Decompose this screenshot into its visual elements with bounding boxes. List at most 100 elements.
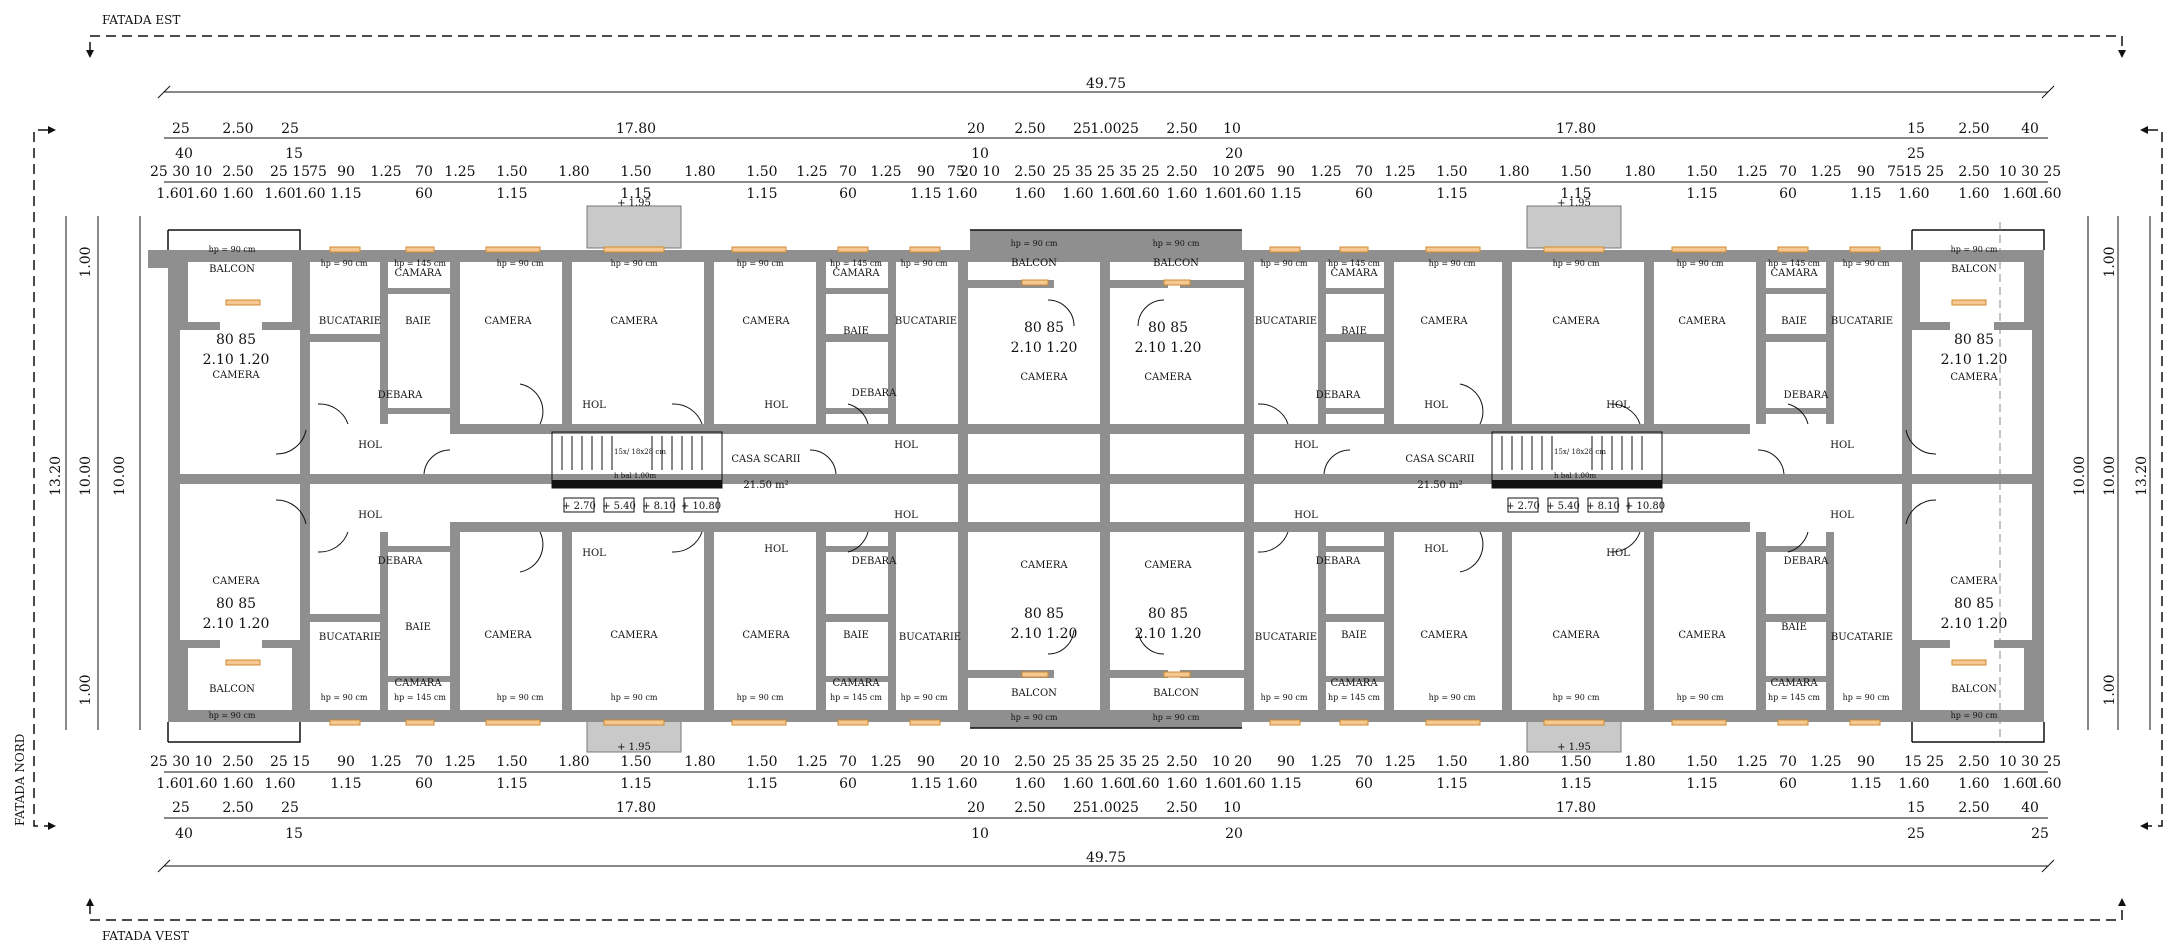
dim-top-10: 10 <box>1223 121 1241 137</box>
dim-top-25-below: 25 <box>1907 146 1925 162</box>
room-hol-11: HOL <box>1294 440 1318 451</box>
win-label-35: hp = 90 cm <box>1843 693 1890 702</box>
room-baie-4: BAIE <box>843 630 869 641</box>
dim-row3-lower-values: 1.60 1.60 1.60 1.60 1.60 1.15 60 1.15 1.… <box>156 186 2061 202</box>
dim-b1-125a: 1.25 <box>370 754 401 770</box>
room-hol-1: HOL <box>582 400 606 411</box>
level-270-left: + 2.70 <box>562 501 596 512</box>
dim-top-250b: 2.50 <box>1014 121 1045 137</box>
dim-right-1000b: 10.00 <box>2102 456 2118 496</box>
dim-top-1780b: 17.80 <box>1556 121 1596 137</box>
dim-r3b-160d: 1.60 <box>264 186 295 202</box>
dim-b1b-60d: 60 <box>1779 776 1797 792</box>
dim-b1b-160l: 1.60 <box>1234 776 1265 792</box>
door-dimension-labels: 80 85 2.10 1.20 80 85 2.10 1.20 80 85 2.… <box>203 320 2008 642</box>
room-debara-5: DEBARA <box>1316 390 1361 401</box>
win-label-36: hp = 90 cm <box>1951 711 1998 720</box>
dim-r3-180b: 1.80 <box>684 164 715 180</box>
dim-b1-150e: 1.50 <box>1560 754 1591 770</box>
win-label-23: hp = 90 cm <box>611 693 658 702</box>
dim-r3b-115d: 1.15 <box>746 186 777 202</box>
level-1080-right: + 10.80 <box>1625 501 1665 512</box>
win-label-3: hp = 145 cm <box>394 259 446 268</box>
door-dim-5: 80 85 <box>216 596 256 612</box>
room-debara-7: DEBARA <box>1316 556 1361 567</box>
room-balcon-2: BALCON <box>1011 258 1057 269</box>
room-baie-2: BAIE <box>843 326 869 337</box>
room-camera-3: CAMERA <box>610 316 658 327</box>
dim-r3b-160p: 1.60 <box>2002 186 2033 202</box>
win-label-24: hp = 90 cm <box>737 693 784 702</box>
dim-r3-125h: 1.25 <box>1810 164 1841 180</box>
dim-b2-250c: 2.50 <box>1166 800 1197 816</box>
room-bucatarie-1: BUCATARIE <box>319 316 381 327</box>
room-debara-8: DEBARA <box>1784 556 1829 567</box>
dim-r3-150f: 1.50 <box>1686 164 1717 180</box>
win-label-15: hp = 90 cm <box>1677 259 1724 268</box>
win-label-18: hp = 90 cm <box>1951 245 1998 254</box>
dim-r3b-60c: 60 <box>1355 186 1373 202</box>
dim-r3b-115e: 1.15 <box>910 186 941 202</box>
dim-r3-125b: 1.25 <box>444 164 475 180</box>
room-camara-4: CAMARA <box>832 678 880 689</box>
dim-r3b-160q: 1.60 <box>2030 186 2061 202</box>
room-debara-4: DEBARA <box>852 556 897 567</box>
dim-r3b-160h: 1.60 <box>1062 186 1093 202</box>
dim-vertical-left <box>65 216 141 730</box>
room-hol-15: HOL <box>1424 544 1448 555</box>
dim-r3-70b: 70 <box>839 164 857 180</box>
stair-left <box>551 431 723 489</box>
dim-b2-25-below: 25 <box>1907 826 1925 842</box>
dim-r3-125g: 1.25 <box>1736 164 1767 180</box>
stair-left-steps: 15x/ 18x28 cm <box>614 448 666 456</box>
dim-b1-90c: 90 <box>1277 754 1295 770</box>
dim-b1-125h: 1.25 <box>1810 754 1841 770</box>
room-camara-7: CAMARA <box>1330 678 1378 689</box>
dim-b2-25-right-below: 25 <box>2031 826 2049 842</box>
building-walls <box>148 230 2044 728</box>
room-camera-7: CAMERA <box>212 576 260 587</box>
dim-b1b-160i: 1.60 <box>1128 776 1159 792</box>
level-entry-top-1: + 1.95 <box>617 198 651 209</box>
dim-b1b-160e: 1.60 <box>946 776 977 792</box>
room-hol-4: HOL <box>894 440 918 451</box>
dim-b1b-115f: 1.15 <box>1270 776 1301 792</box>
room-camera-14: CAMERA <box>1552 316 1600 327</box>
dim-r3b-160l: 1.60 <box>1204 186 1235 202</box>
room-camera-8: CAMERA <box>484 630 532 641</box>
dim-r3-125e: 1.25 <box>1310 164 1341 180</box>
door-dim-7: 80 85 <box>1148 606 1188 622</box>
room-hol-7: HOL <box>582 548 606 559</box>
room-balcon-4: BALCON <box>209 684 255 695</box>
dim-r3b-160o: 1.60 <box>1958 186 1989 202</box>
dim-b1-2515: 25 15 <box>270 754 310 770</box>
dim-b1-250d: 2.50 <box>1958 754 1989 770</box>
dim-b1-250a: 2.50 <box>222 754 253 770</box>
room-labels: BALCON CAMERA BUCATARIE BAIE CAMARA DEBA… <box>209 258 1998 699</box>
dim-b1-70c: 70 <box>1355 754 1373 770</box>
dim-right-1320: 13.20 <box>2134 456 2150 496</box>
dim-b1b-115e: 1.15 <box>910 776 941 792</box>
dim-b1b-115i: 1.15 <box>1686 776 1717 792</box>
win-label-4: hp = 90 cm <box>497 259 544 268</box>
door-dim-4b: 2.10 1.20 <box>1941 352 2008 368</box>
dim-left-100-top: 1.00 <box>78 246 94 277</box>
dim-b1-2010: 20 10 <box>960 754 1000 770</box>
room-camera-1: CAMERA <box>212 370 260 381</box>
dim-b2-25d: 25 <box>1121 800 1139 816</box>
level-540-left: + 5.40 <box>602 501 636 512</box>
facade-north-label: FATADA NORD <box>13 734 27 826</box>
dim-left-1000a: 10.00 <box>78 456 94 496</box>
dim-r3-150c: 1.50 <box>746 164 777 180</box>
dim-b1b-160o: 1.60 <box>2002 776 2033 792</box>
dim-right-100-bottom: 1.00 <box>2102 674 2118 705</box>
room-balcon-7: BALCON <box>1951 264 1997 275</box>
room-camara-1: CAMARA <box>394 268 442 279</box>
door-dim-2: 80 85 <box>1024 320 1064 336</box>
dim-b1-1020: 10 20 <box>1212 754 1252 770</box>
room-balcon-6: BALCON <box>1153 688 1199 699</box>
dim-b1b-60b: 60 <box>839 776 857 792</box>
dim-total-top: 49.75 <box>1086 76 1126 92</box>
dim-b1-180c: 1.80 <box>1498 754 1529 770</box>
